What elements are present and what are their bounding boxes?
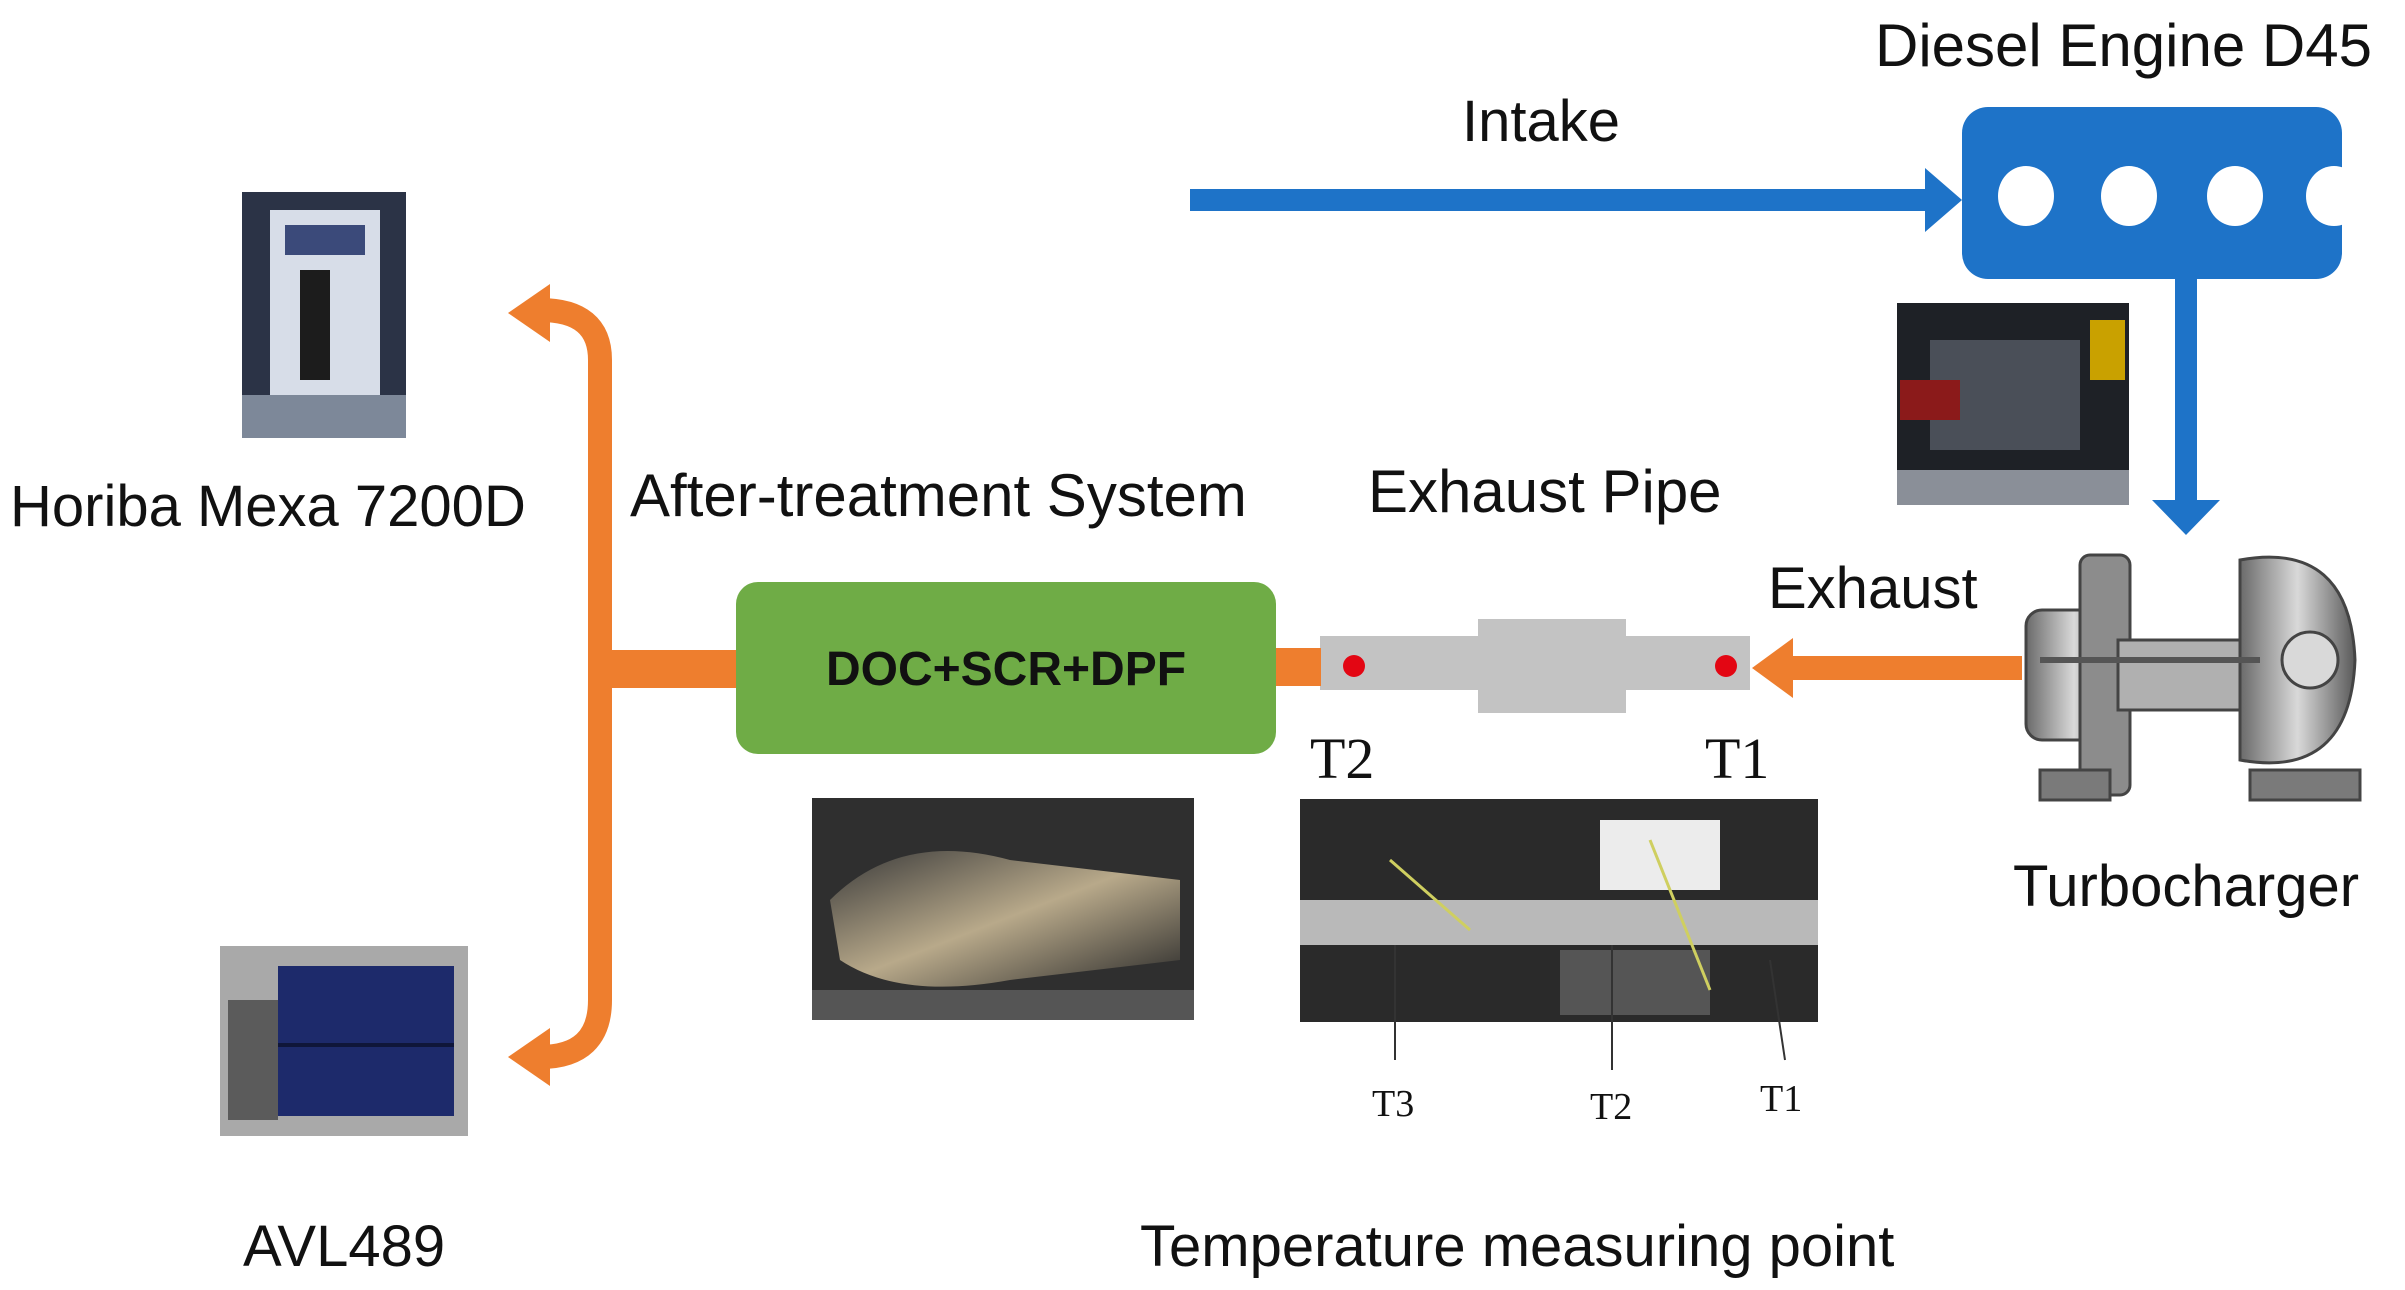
engine-to-turbo-arrow xyxy=(2152,279,2220,535)
aftertreatment-box-label: DOC+SCR+DPF xyxy=(825,643,1187,696)
aftertreatment-box xyxy=(736,582,1276,754)
pipe-photo xyxy=(1300,799,1818,1070)
avl-photo xyxy=(220,946,468,1136)
sensor-label-t2: T2 xyxy=(1310,726,1375,791)
aftertreatment-photo xyxy=(812,798,1194,1020)
temperature-point-label: Temperature measuring point xyxy=(1140,1214,1895,1279)
avl-label: AVL489 xyxy=(243,1214,446,1279)
turbocharger-label: Turbocharger xyxy=(2013,854,2360,919)
photo-label-t3: T3 xyxy=(1372,1083,1415,1125)
intake-arrow xyxy=(1190,168,1962,232)
intake-label: Intake xyxy=(1462,89,1620,154)
diesel-engine-block xyxy=(1962,107,2362,279)
analyzer-splitter xyxy=(508,284,736,1086)
exhaust-label: Exhaust xyxy=(1768,556,1978,621)
exhaust-pipe xyxy=(1320,619,1750,713)
aftertreatment-label: After-treatment System xyxy=(630,462,1247,529)
pipe-connector xyxy=(1275,648,1321,686)
exhaust-pipe-label: Exhaust Pipe xyxy=(1368,458,1722,525)
photo-label-t1: T1 xyxy=(1760,1078,1803,1120)
sensor-dot-t1 xyxy=(1715,655,1737,677)
exhaust-arrow xyxy=(1752,638,2022,698)
horiba-photo xyxy=(242,192,406,438)
engine-label: Diesel Engine D45 xyxy=(1875,12,2372,79)
photo-label-t2: T2 xyxy=(1590,1086,1633,1128)
sensor-label-t1: T1 xyxy=(1705,726,1770,791)
horiba-label: Horiba Mexa 7200D xyxy=(10,474,526,539)
sensor-dot-t2 xyxy=(1343,655,1365,677)
engine-photo xyxy=(1897,303,2129,505)
turbocharger-drawing xyxy=(2024,553,2362,802)
